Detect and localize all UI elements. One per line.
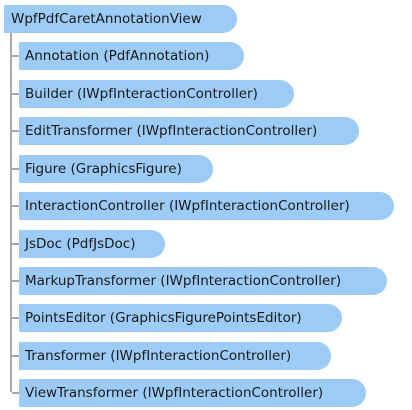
property-node: Builder (IWpfInteractionController) (19, 80, 294, 108)
connector-line (12, 280, 19, 282)
property-node: PointsEditor (GraphicsFigurePointsEditor… (19, 304, 342, 332)
connector-line (12, 355, 19, 357)
property-node: EditTransformer (IWpfInteractionControll… (19, 117, 359, 145)
connector-line (12, 130, 19, 132)
connector-line (12, 168, 19, 170)
property-node: Annotation (PdfAnnotation) (19, 42, 244, 70)
connector-line (12, 392, 19, 394)
connector-line (12, 317, 19, 319)
property-node: InteractionController (IWpfInteractionCo… (19, 192, 394, 220)
connector-line (12, 55, 19, 57)
property-node: JsDoc (PdfJsDoc) (19, 230, 165, 258)
tree-trunk-line (10, 33, 12, 392)
property-node: Figure (GraphicsFigure) (19, 155, 213, 183)
property-node: ViewTransformer (IWpfInteractionControll… (19, 379, 366, 407)
root-node: WpfPdfCaretAnnotationView (4, 5, 237, 33)
connector-line (12, 205, 19, 207)
property-node: MarkupTransformer (IWpfInteractionContro… (19, 267, 387, 295)
property-node: Transformer (IWpfInteractionController) (19, 342, 331, 370)
connector-line (12, 93, 19, 95)
connector-line (12, 243, 19, 245)
